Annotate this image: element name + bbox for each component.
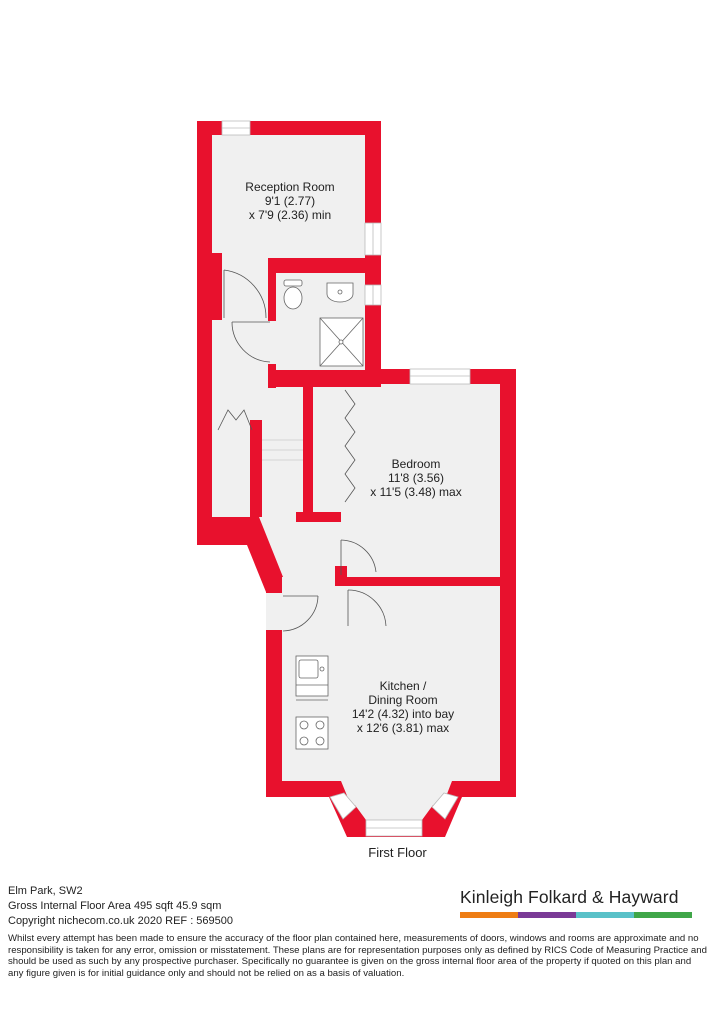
floor-kitchen <box>282 577 500 820</box>
bathroom-fixtures <box>283 279 364 367</box>
kitchen-name2: Dining Room <box>368 693 437 707</box>
kitchen-dim2: x 12'6 (3.81) max <box>357 721 449 735</box>
brand-bar-teal <box>576 912 634 918</box>
brand-bar-purple <box>518 912 576 918</box>
wall-reception-south <box>268 258 365 273</box>
brand-bar-orange <box>460 912 518 918</box>
floor-plan: Reception Room 9'1 (2.77) x 7'9 (2.36) m… <box>197 120 516 837</box>
wall-bed-kitchen <box>337 577 501 586</box>
wall-kitchen-west <box>266 630 282 797</box>
wall-reception-south-left <box>212 253 222 263</box>
windows <box>221 120 471 837</box>
bedroom-dim2: x 11'5 (3.48) max <box>370 485 461 499</box>
wall-hall-left <box>212 263 222 320</box>
reception-dim2: x 7'9 (2.36) min <box>249 208 331 222</box>
brand-logo: Kinleigh Folkard & Hayward <box>460 887 692 918</box>
floor-area: Gross Internal Floor Area 495 sqft 45.9 … <box>8 900 222 912</box>
floor-title: First Floor <box>368 845 427 860</box>
floor-bedroom <box>296 384 500 578</box>
wall-door-stub <box>335 566 347 586</box>
room-label-bedroom: Bedroom 11'8 (3.56) x 11'5 (3.48) max <box>370 457 461 499</box>
bedroom-name: Bedroom <box>392 457 441 471</box>
kitchen-name1: Kitchen / <box>380 679 427 693</box>
entrance-opening <box>266 593 282 630</box>
room-label-kitchen: Kitchen / Dining Room 14'2 (4.32) into b… <box>352 679 454 735</box>
reception-dim1: 9'1 (2.77) <box>265 194 315 208</box>
brand-color-bars <box>460 912 692 918</box>
wall-bedroom-west-stub <box>296 512 341 522</box>
wall-bedroom-west <box>303 384 313 520</box>
kitchen-fixtures <box>295 655 329 750</box>
bedroom-dim1: 11'8 (3.56) <box>388 471 444 485</box>
wall-cupboard-right <box>250 420 262 517</box>
property-info: Elm Park, SW2 Gross Internal Floor Area … <box>8 884 233 929</box>
brand-name: Kinleigh Folkard & Hayward <box>460 887 679 907</box>
brand-bar-green <box>634 912 692 918</box>
reception-name: Reception Room <box>245 180 334 194</box>
wall-bath-south <box>268 370 381 387</box>
kitchen-dim1: 14'2 (4.32) into bay <box>352 707 454 721</box>
address: Elm Park, SW2 <box>8 885 83 897</box>
stairs <box>262 439 303 461</box>
disclaimer: Whilst every attempt has been made to en… <box>8 933 707 979</box>
room-label-reception: Reception Room 9'1 (2.77) x 7'9 (2.36) m… <box>245 180 334 222</box>
wall-bath-west <box>268 273 276 321</box>
copyright: Copyright nichecom.co.uk 2020 REF : 5695… <box>8 915 234 927</box>
door-swings <box>217 269 387 632</box>
